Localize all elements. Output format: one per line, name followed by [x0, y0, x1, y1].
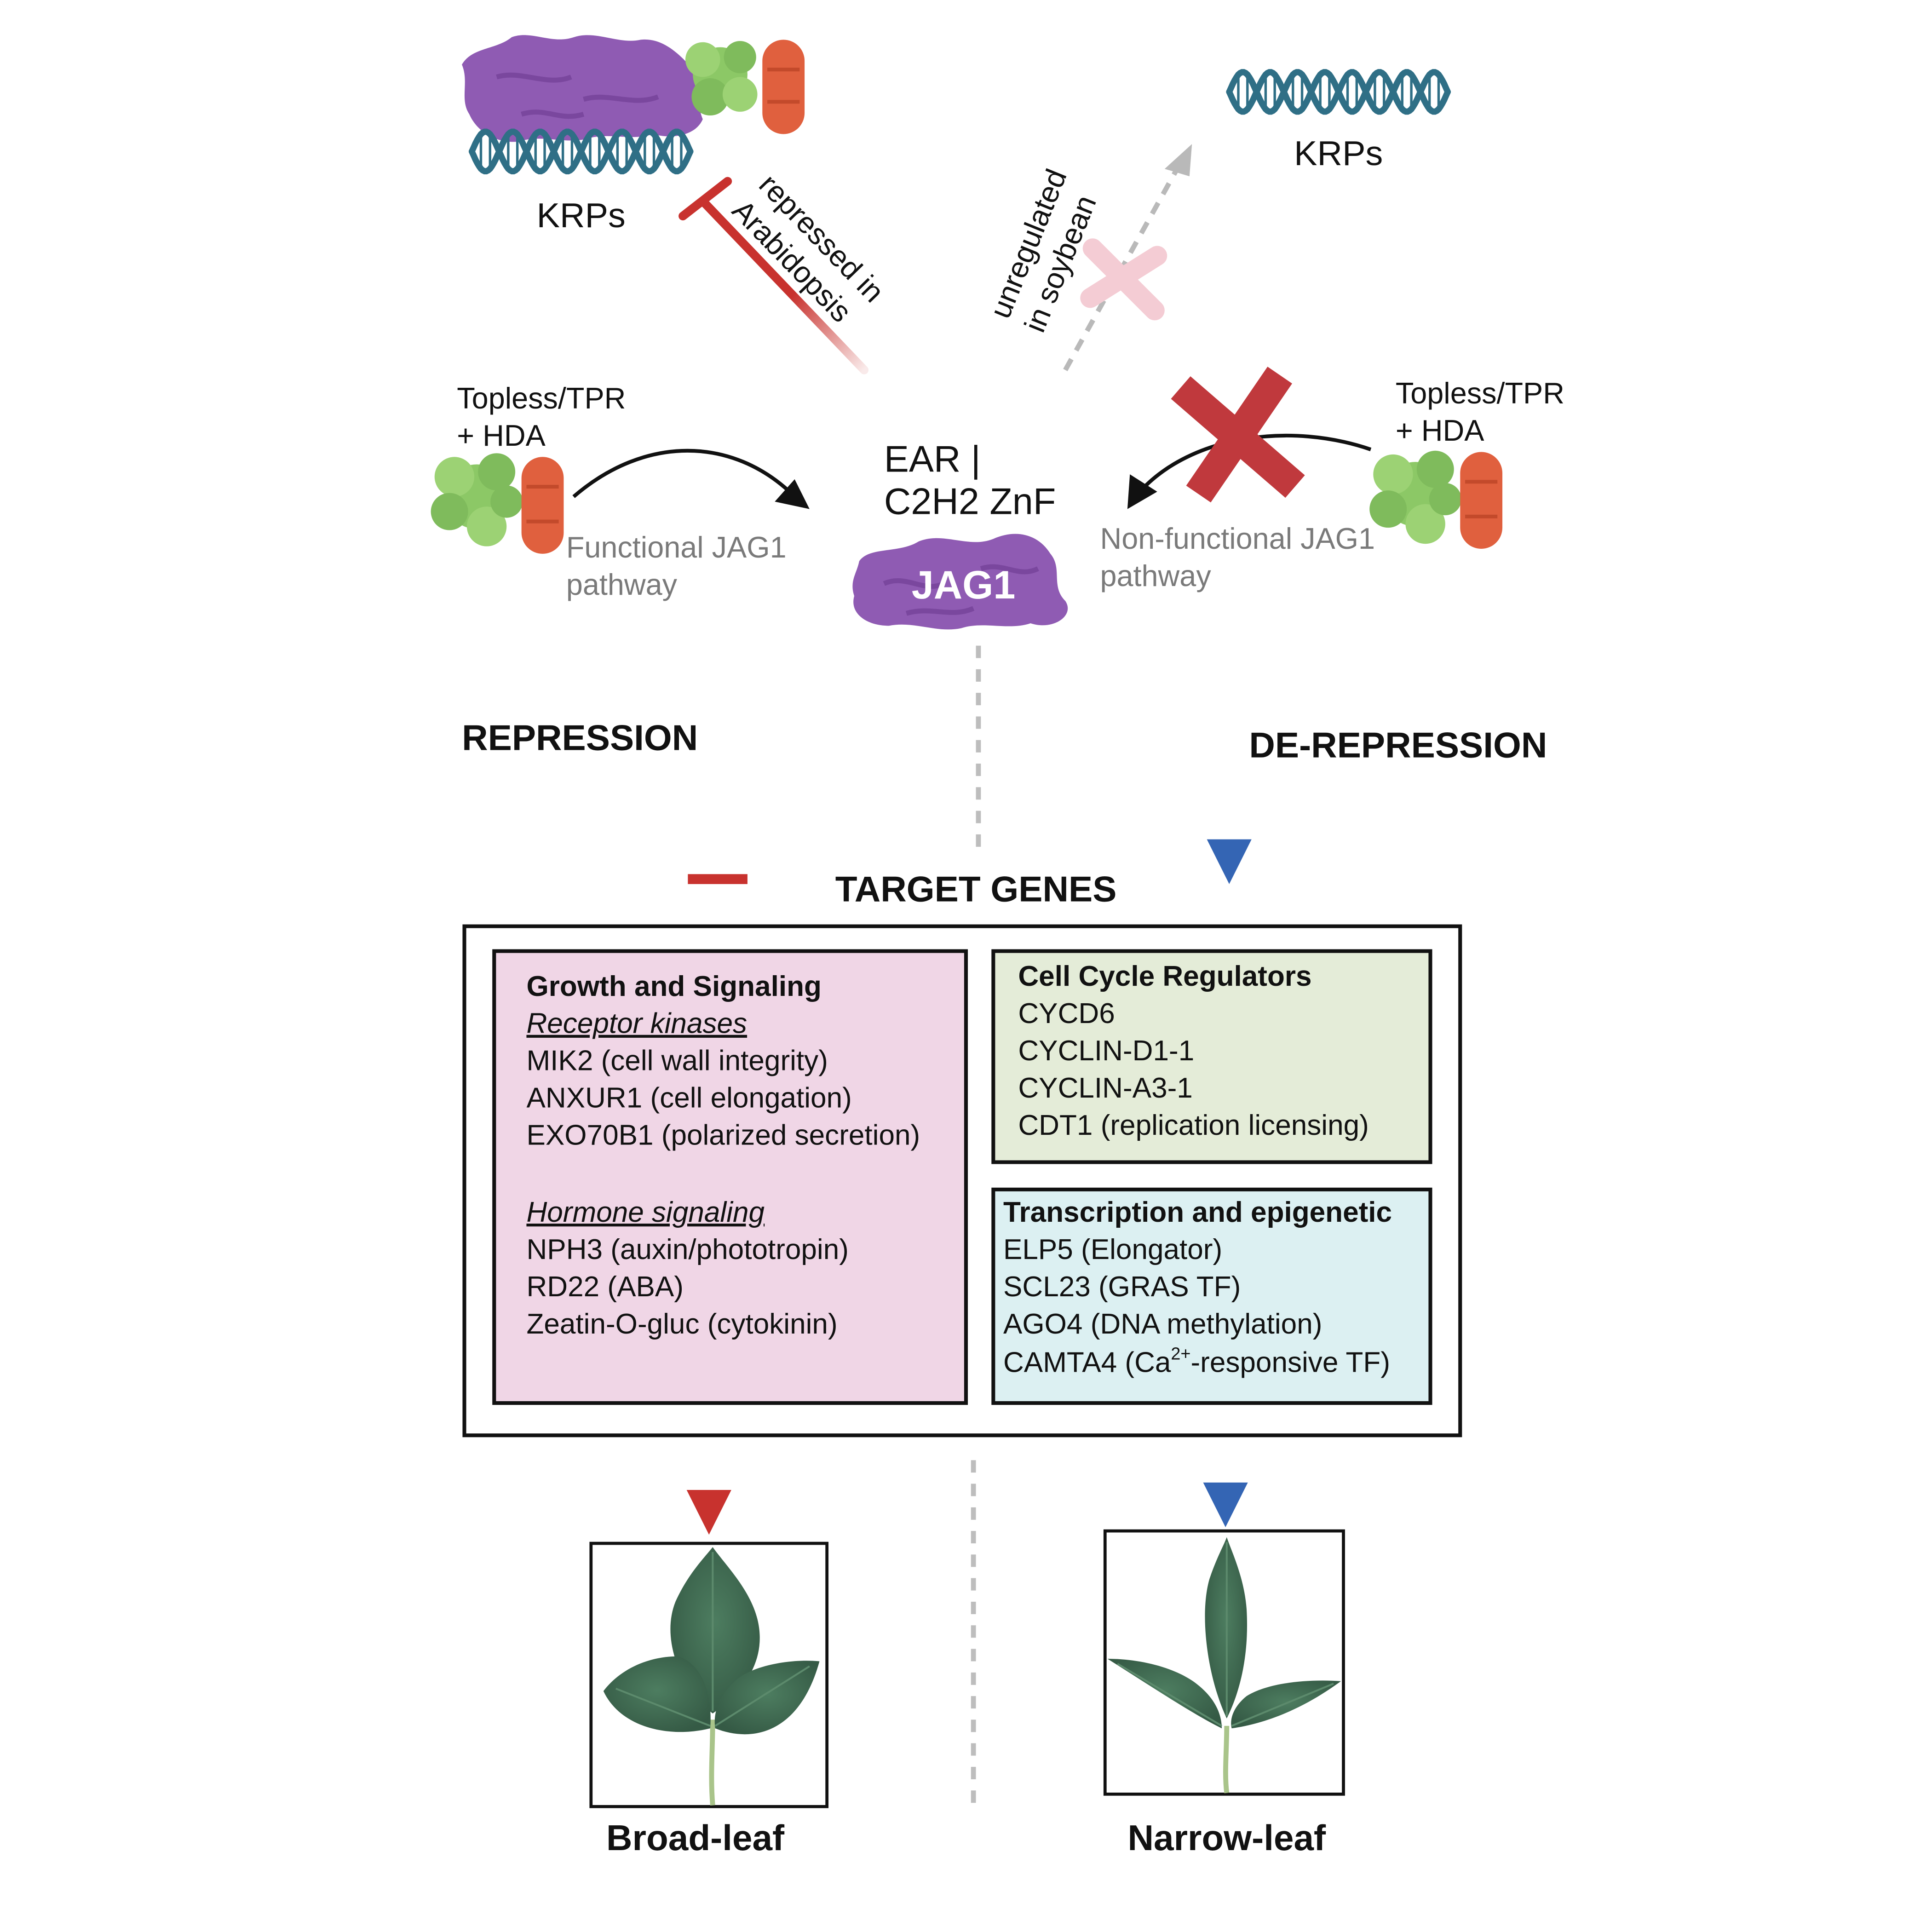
krp-left-label: KRPs [537, 196, 626, 235]
growth-title: Growth and Signaling [526, 971, 821, 1002]
narrow-leaf-label: Narrow-leaf [1128, 1817, 1327, 1858]
functional-label-line2: pathway [566, 568, 678, 601]
receptor-item: MIK2 (cell wall integrity) [526, 1045, 828, 1077]
hormone-item: NPH3 (auxin/phototropin) [526, 1234, 848, 1265]
c2h2-znf-label: C2H2 ZnF [884, 481, 1056, 522]
tpr-protein-left [431, 453, 523, 546]
nonfunctional-label-line1: Non-functional JAG1 [1100, 522, 1375, 555]
cell-cycle-item: CYCLIN-D1-1 [1018, 1035, 1194, 1067]
narrow-leaf-image [1107, 1537, 1341, 1794]
dna-helix-right [1226, 69, 1451, 115]
functional-label-line1: Functional JAG1 [566, 530, 787, 564]
hda-protein-top [762, 40, 805, 134]
transcription-item: AGO4 (DNA methylation) [1003, 1308, 1322, 1340]
faded-cross-mark [1080, 238, 1167, 321]
transcription-item: ELP5 (Elongator) [1003, 1234, 1222, 1265]
derepression-arrow [1207, 611, 1252, 884]
repression-label: REPRESSION [462, 717, 698, 758]
topless-left-line1: Topless/TPR [457, 381, 626, 415]
hormone-item: RD22 (ABA) [526, 1271, 684, 1303]
receptor-kinases-heading: Receptor kinases [526, 1008, 747, 1040]
jag1-protein-blob [852, 534, 1068, 630]
growth-signaling-box [492, 949, 968, 1405]
topless-right-line1: Topless/TPR [1396, 376, 1564, 410]
functional-binding-arrow [572, 448, 810, 509]
repression-inhibition-arrow [688, 608, 748, 884]
ear-domain-label: EAR | [884, 439, 981, 480]
cell-cycle-box [991, 949, 1432, 1164]
target-genes-title: TARGET GENES [835, 869, 1117, 909]
transcription-item: SCL23 (GRAS TF) [1003, 1271, 1241, 1303]
red-cross-mark [1171, 367, 1305, 503]
hormone-signaling-heading: Hormone signaling [526, 1196, 765, 1228]
receptor-item: EXO70B1 (polarized secretion) [526, 1120, 920, 1151]
hormone-item: Zeatin-O-gluc (cytokinin) [526, 1308, 837, 1340]
repressed-in-arabidopsis-arrow [678, 177, 869, 374]
derepression-label: DE-REPRESSION [1249, 725, 1547, 765]
jag1-label: JAG1 [912, 563, 1016, 607]
dna-strand [468, 128, 694, 174]
topless-right-line2: + HDA [1396, 414, 1484, 447]
receptor-item: ANXUR1 (cell elongation) [526, 1082, 851, 1114]
cell-cycle-item: CYCD6 [1018, 998, 1115, 1029]
tpr-protein-top [685, 41, 758, 116]
tpr-protein-right [1369, 450, 1461, 544]
repressor-complex-on-dna [462, 35, 805, 142]
dna-helix-left [468, 128, 694, 174]
dna-strand [1226, 69, 1451, 115]
nonfunctional-label-line2: pathway [1100, 559, 1211, 592]
unregulated-in-soybean-arrow [1063, 144, 1192, 371]
transcription-box [991, 1187, 1432, 1405]
broad-leaf-image [603, 1547, 820, 1806]
topless-left-line2: + HDA [457, 419, 546, 452]
krp-right-label: KRPs [1294, 134, 1383, 173]
hda-protein-left [521, 457, 564, 554]
broad-leaf-label: Broad-leaf [606, 1817, 785, 1858]
hda-protein-right [1460, 452, 1503, 549]
cell-cycle-item: CDT1 (replication licensing) [1018, 1110, 1368, 1141]
broad-leaf-arrow [686, 1455, 731, 1535]
jag1-protein-blob-top [462, 35, 703, 142]
cell-cycle-item: CYCLIN-A3-1 [1018, 1072, 1192, 1104]
cell-cycle-title: Cell Cycle Regulators [1018, 960, 1311, 992]
narrow-leaf-arrow [1203, 1455, 1248, 1528]
transcription-title: Transcription and epigenetic [1003, 1196, 1392, 1228]
transcription-item-camta4: CAMTA4 (Ca2+-responsive TF) [1003, 1345, 1390, 1379]
